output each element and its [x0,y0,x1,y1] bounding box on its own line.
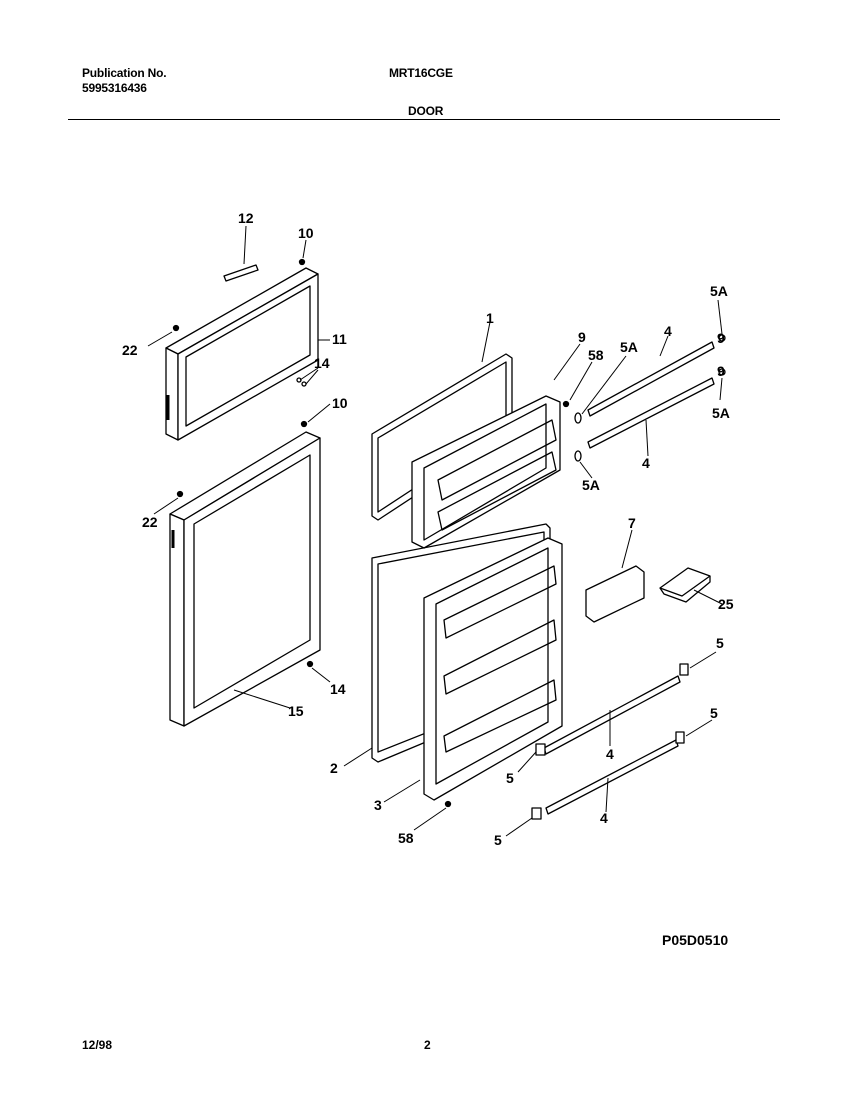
part-12-trim [223,264,259,282]
callout-25: 25 [718,596,734,612]
footer-date: 12/98 [82,1038,113,1052]
figure-code: P05D0510 [662,932,729,948]
part-3-fresh-food-liner [423,537,563,801]
callout-5: 5 [506,770,514,786]
callout-12: 12 [238,210,254,226]
callout-7: 7 [628,515,636,531]
footer-page-number: 2 [424,1038,431,1052]
callout-5: 5 [494,832,502,848]
callout-5A: 5A [620,339,638,355]
callout-4: 4 [664,323,672,339]
publication-number: 5995316436 [82,81,147,95]
callout-5: 5 [710,705,718,721]
section-title: DOOR [408,104,444,118]
callout-11: 11 [332,331,347,347]
callout-2: 2 [330,760,338,776]
model-number: MRT16CGE [389,66,453,80]
header-rule [68,119,780,120]
callout-5: 5 [716,635,724,651]
callout-58: 58 [588,347,604,363]
part-9-freezer-liner [411,395,561,549]
callout-14: 14 [330,681,346,697]
part-15-fresh-food-door [169,431,321,727]
callout-9: 9 [578,329,586,345]
callout-9: 9 [717,330,725,346]
callout-9: 9 [717,363,725,379]
callout-10: 10 [298,225,314,241]
callout-58: 58 [398,830,414,846]
callout-22: 22 [122,342,138,358]
callout-10: 10 [332,395,348,411]
callout-4: 4 [606,746,614,762]
callout-5A: 5A [712,405,730,421]
part-11-freezer-door [165,267,319,441]
callout-1: 1 [486,310,494,326]
part-7-door-bin [585,565,645,623]
part-25-dairy-tray [659,567,711,603]
hardware-screws [172,258,726,808]
callout-5A: 5A [710,283,728,299]
callout-labels: 12 10 22 11 14 10 22 14 15 1 9 58 5A 4 5… [122,210,734,848]
callout-14: 14 [314,355,330,371]
leader-lines [147,225,723,837]
part-5-end-caps [531,663,689,820]
callout-15: 15 [288,703,304,719]
callout-22: 22 [142,514,158,530]
callout-3: 3 [374,797,382,813]
callout-5A: 5A [582,477,600,493]
callout-4: 4 [642,455,650,471]
publication-label: Publication No. [82,66,167,80]
callout-4: 4 [600,810,608,826]
